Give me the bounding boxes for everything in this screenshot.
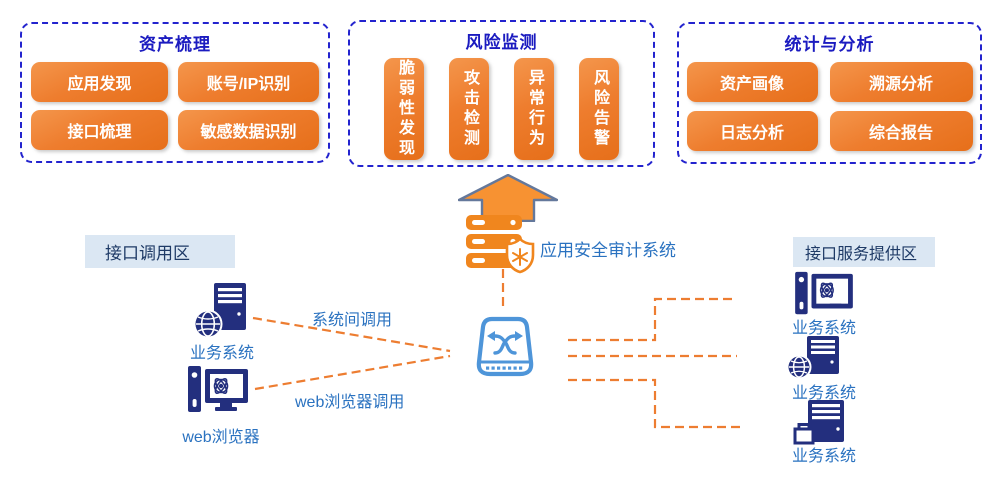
block-app-discovery: 应用发现 [31, 62, 168, 102]
block-account-ip-identify: 账号/IP识别 [178, 62, 319, 102]
block-abnormal-behavior: 异常行为 [514, 58, 554, 160]
system-call-link-label: 系统间调用 [312, 312, 393, 329]
desktop-browser-atom-icon [188, 364, 248, 418]
block-comprehensive-report: 综合报告 [829, 111, 973, 151]
block-attack-detection: 攻击检测 [449, 58, 489, 160]
panel-risk-monitoring: 风险监测 脆弱性发现 攻击检测 异常行为 风险告警 [348, 20, 655, 167]
audit-server-shield-icon [466, 215, 538, 277]
panel-risk-title: 风险监测 [465, 33, 538, 52]
left-business-system-label: 业务系统 [189, 345, 254, 362]
block-traceability-analysis: 溯源分析 [829, 62, 973, 102]
server-globe-icon [786, 336, 843, 380]
connector-switch-to-service1 [568, 297, 737, 342]
panel-statistics-analysis: 统计与分析 资产画像 溯源分析 日志分析 综合报告 [677, 22, 982, 164]
block-vulnerability-discovery: 脆弱性发现 [384, 58, 424, 160]
block-sensitive-data-identify: 敏感数据识别 [178, 110, 319, 150]
server-globe-icon [193, 283, 250, 339]
block-log-analysis: 日志分析 [686, 111, 818, 151]
right-business-system-3-label: 业务系统 [791, 448, 856, 465]
browser-call-link-label: web浏览器调用 [295, 394, 405, 411]
audit-system-label: 应用安全审计系统 [540, 241, 676, 260]
panel-stats-grid: 资产画像 溯源分析 日志分析 综合报告 [679, 62, 980, 151]
web-browser-label: web浏览器 [182, 429, 260, 446]
panel-asset-grid: 应用发现 账号/IP识别 接口梳理 敏感数据识别 [22, 62, 328, 150]
panel-risk-row: 脆弱性发现 攻击检测 异常行为 风险告警 [350, 58, 653, 160]
connector-browser-call [254, 354, 451, 391]
server-package-icon [792, 400, 850, 446]
block-interface-combing: 接口梳理 [31, 110, 168, 150]
panel-stats-title: 统计与分析 [784, 35, 875, 54]
right-business-system-1-label: 业务系统 [791, 320, 856, 337]
panel-asset-combing: 资产梳理 应用发现 账号/IP识别 接口梳理 敏感数据识别 [20, 22, 330, 163]
connector-switch-to-service3 [568, 378, 740, 429]
right-business-system-2-label: 业务系统 [791, 385, 856, 402]
block-asset-portrait: 资产画像 [686, 62, 818, 102]
right-zone-label: 接口服务提供区 [793, 237, 935, 267]
block-risk-alert: 风险告警 [579, 58, 619, 160]
desktop-atom-icon [795, 270, 853, 320]
panel-asset-title: 资产梳理 [139, 35, 211, 54]
network-switch-icon [470, 314, 540, 384]
left-zone-label: 接口调用区 [85, 235, 235, 268]
